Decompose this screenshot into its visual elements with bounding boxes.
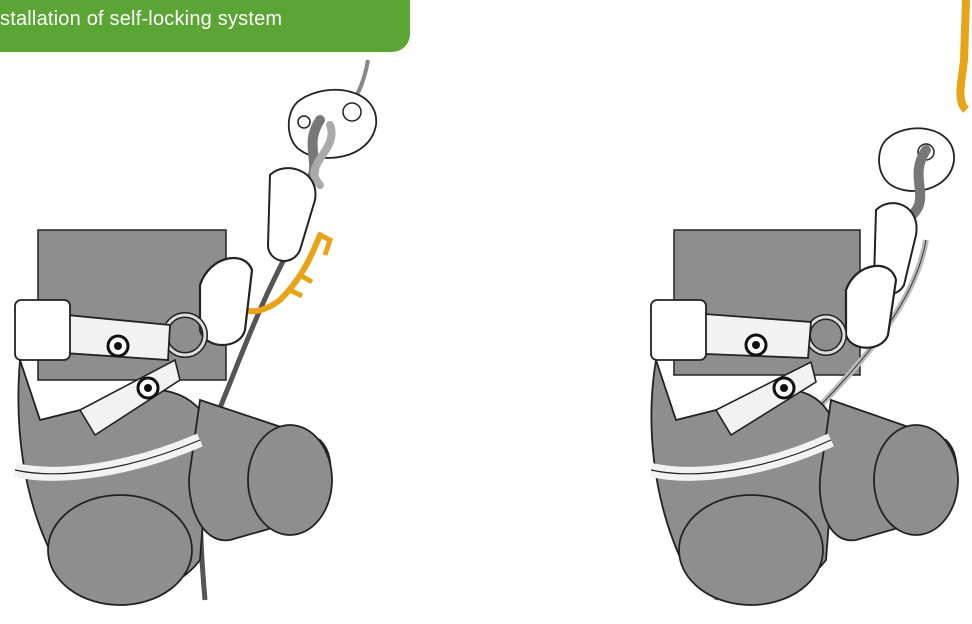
main-carabiner (846, 266, 896, 348)
main-carabiner (200, 258, 252, 345)
belt-buckle (651, 300, 706, 360)
harness-drawing-left (0, 0, 486, 624)
harness-illustration-left (0, 0, 486, 624)
belt-buckle (15, 300, 70, 360)
harness-illustration-right (486, 0, 972, 624)
upper-carabiner (268, 168, 315, 261)
orange-cord-top (960, 0, 966, 110)
harness-drawing-right (486, 0, 972, 624)
title-banner: stallation of self-locking system (0, 0, 410, 52)
page-title: stallation of self-locking system (0, 8, 410, 31)
